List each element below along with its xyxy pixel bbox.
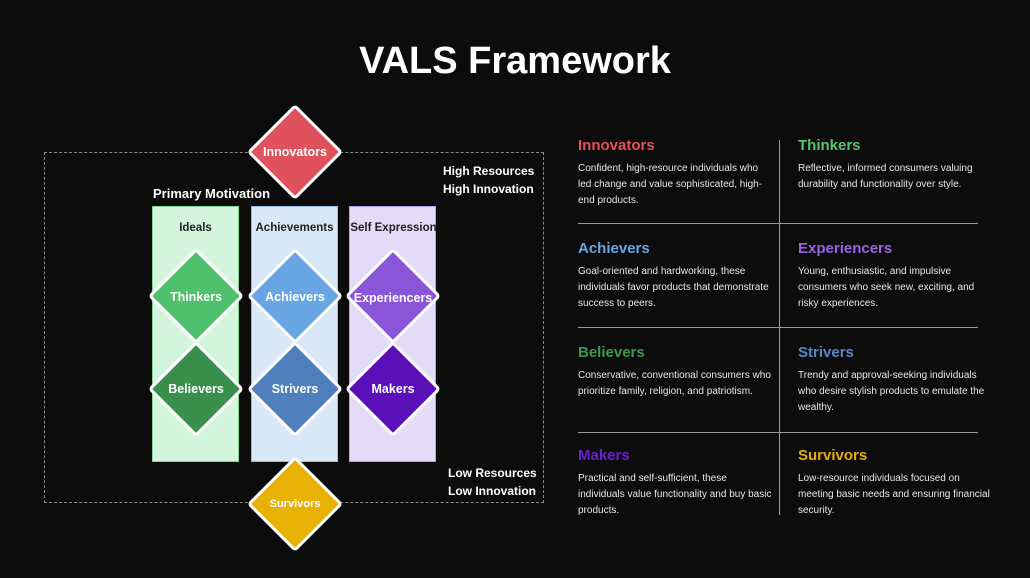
innovators-label: Innovators: [263, 145, 327, 159]
column-label-achievements: Achievements: [255, 222, 334, 234]
high-innovation-label: High Innovation: [443, 182, 534, 196]
survivors-label: Survivors: [269, 498, 321, 510]
description-innovators: Innovators Confident, high-resource indi…: [578, 137, 773, 209]
makers-label: Makers: [371, 382, 415, 396]
description-title: Believers: [578, 344, 645, 361]
description-makers: Makers Practical and self-sufficient, th…: [578, 447, 773, 519]
achievers-label: Achievers: [265, 290, 325, 304]
description-strivers: Strivers Trendy and approval-seeking ind…: [798, 344, 993, 416]
description-text: Young, enthusiastic, and impulsive consu…: [798, 266, 975, 309]
description-text: Low-resource individuals focused on meet…: [798, 473, 990, 516]
description-text: Goal-oriented and hardworking, these ind…: [578, 266, 769, 309]
description-title: Strivers: [798, 344, 854, 361]
description-thinkers: Thinkers Reflective, informed consumers …: [798, 137, 993, 193]
strivers-label: Strivers: [271, 382, 319, 396]
description-survivors: Survivors Low-resource individuals focus…: [798, 447, 993, 519]
low-resources-label: Low Resources: [448, 466, 537, 480]
column-label-self-expression: Self Expression: [350, 222, 437, 234]
believers-label: Believers: [168, 382, 224, 396]
description-text: Practical and self-sufficient, these ind…: [578, 473, 772, 516]
description-text: Reflective, informed consumers valuing d…: [798, 163, 973, 190]
experiencers-label: Experiencers: [353, 291, 433, 305]
description-title: Experiencers: [798, 240, 893, 257]
description-title: Survivors: [798, 447, 868, 464]
description-title: Makers: [578, 447, 630, 464]
grid-divider-1: [578, 223, 978, 224]
page-title: VALS Framework: [359, 40, 671, 82]
column-label-ideals: Ideals: [179, 222, 212, 234]
description-believers: Believers Conservative, conventional con…: [578, 344, 773, 400]
description-title: Thinkers: [798, 137, 861, 154]
thinkers-label: Thinkers: [169, 290, 223, 304]
description-text: Trendy and approval-seeking individuals …: [798, 370, 985, 413]
high-resources-label: High Resources: [443, 164, 535, 178]
primary-motivation-label: Primary Motivation: [153, 186, 271, 201]
description-text: Conservative, conventional consumers who…: [578, 370, 771, 397]
description-title: Achievers: [578, 240, 650, 257]
description-achievers: Achievers Goal-oriented and hardworking,…: [578, 240, 773, 312]
description-title: Innovators: [578, 137, 655, 154]
low-innovation-label: Low Innovation: [448, 484, 536, 498]
description-experiencers: Experiencers Young, enthusiastic, and im…: [798, 240, 993, 312]
description-text: Confident, high-resource individuals who…: [578, 163, 763, 206]
grid-divider-3: [578, 432, 978, 433]
grid-divider-2: [578, 327, 978, 328]
